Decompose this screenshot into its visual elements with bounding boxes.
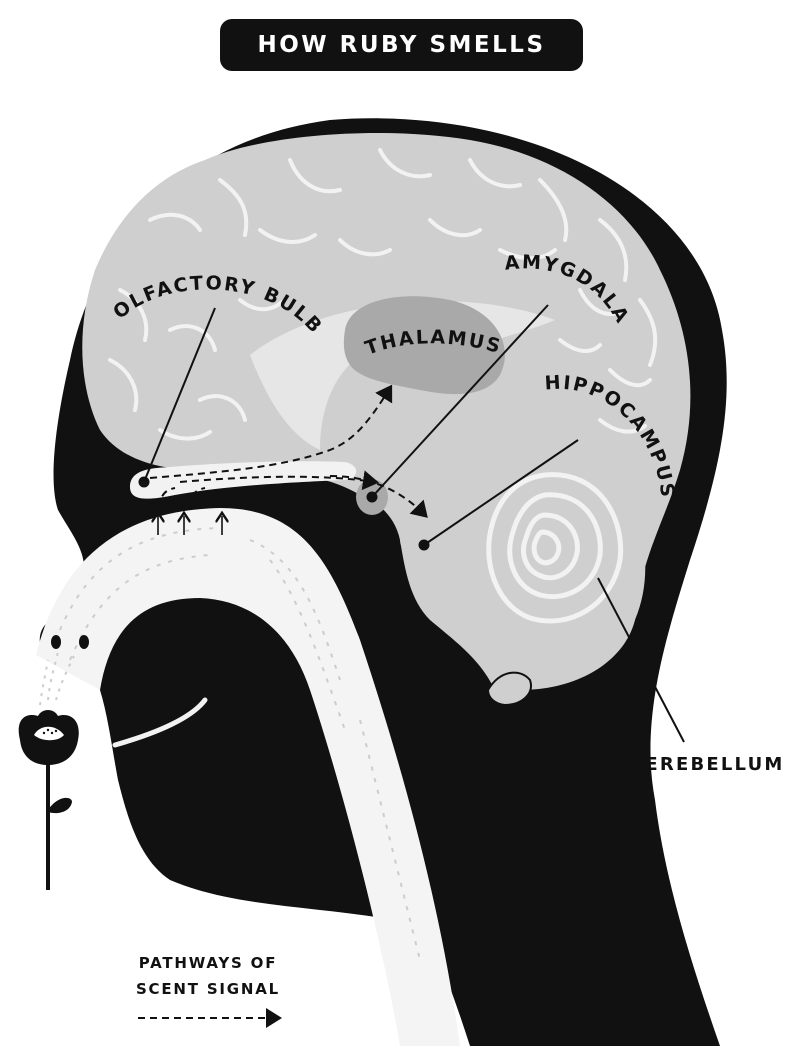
- legend-line-2: SCENT SIGNAL: [128, 976, 288, 1002]
- label-cerebellum: CEREBELLUM: [630, 754, 785, 775]
- rose-icon: [19, 710, 79, 890]
- legend-line-1: PATHWAYS OF: [128, 950, 288, 976]
- legend: PATHWAYS OF SCENT SIGNAL: [128, 950, 288, 1002]
